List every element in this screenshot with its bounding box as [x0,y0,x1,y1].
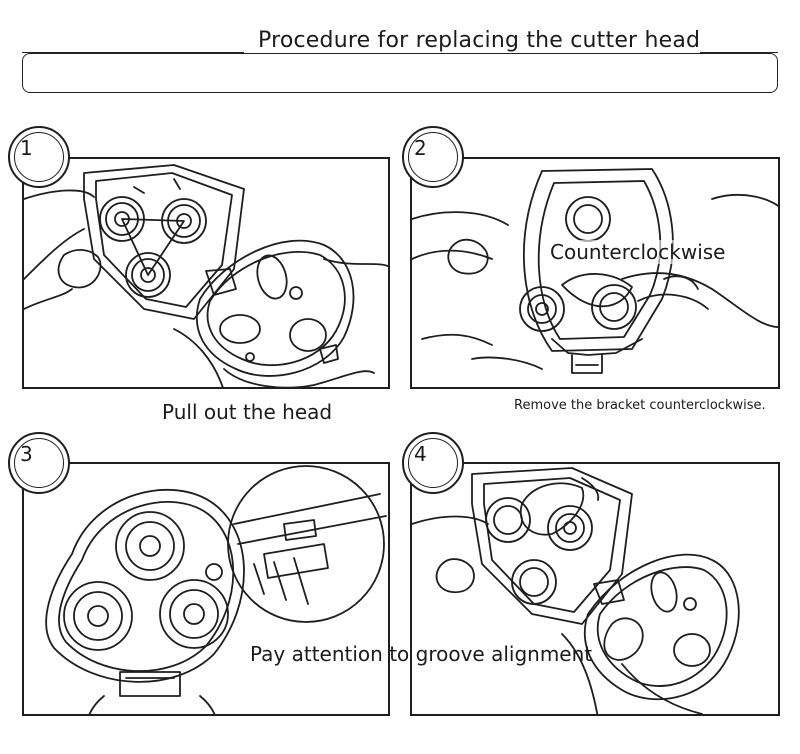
step-4-number: 4 [414,442,427,466]
step-1-number: 1 [20,136,33,160]
step-4-illustration [410,462,780,716]
step-4-badge: 4 [402,432,464,494]
step-3-caption: Pay attention to groove alignment [250,642,593,666]
step-2-number: 2 [414,136,427,160]
step-1-illustration [22,157,390,389]
page-title: Procedure for replacing the cutter head [258,28,701,53]
step-3-number: 3 [20,442,33,466]
step-1-badge: 1 [8,126,70,188]
step-2-illustration [410,157,780,389]
title-rule-right [700,52,778,53]
step-2-caption: Remove the bracket counterclockwise. [514,398,766,413]
step-2-badge: 2 [402,126,464,188]
title-frame [22,53,778,93]
step-2-overlay-label: Counterclockwise [550,240,726,264]
step-1-caption: Pull out the head [162,400,333,424]
step-3-badge: 3 [8,432,70,494]
step-3-illustration [22,462,390,716]
title-rule-left [22,52,244,53]
